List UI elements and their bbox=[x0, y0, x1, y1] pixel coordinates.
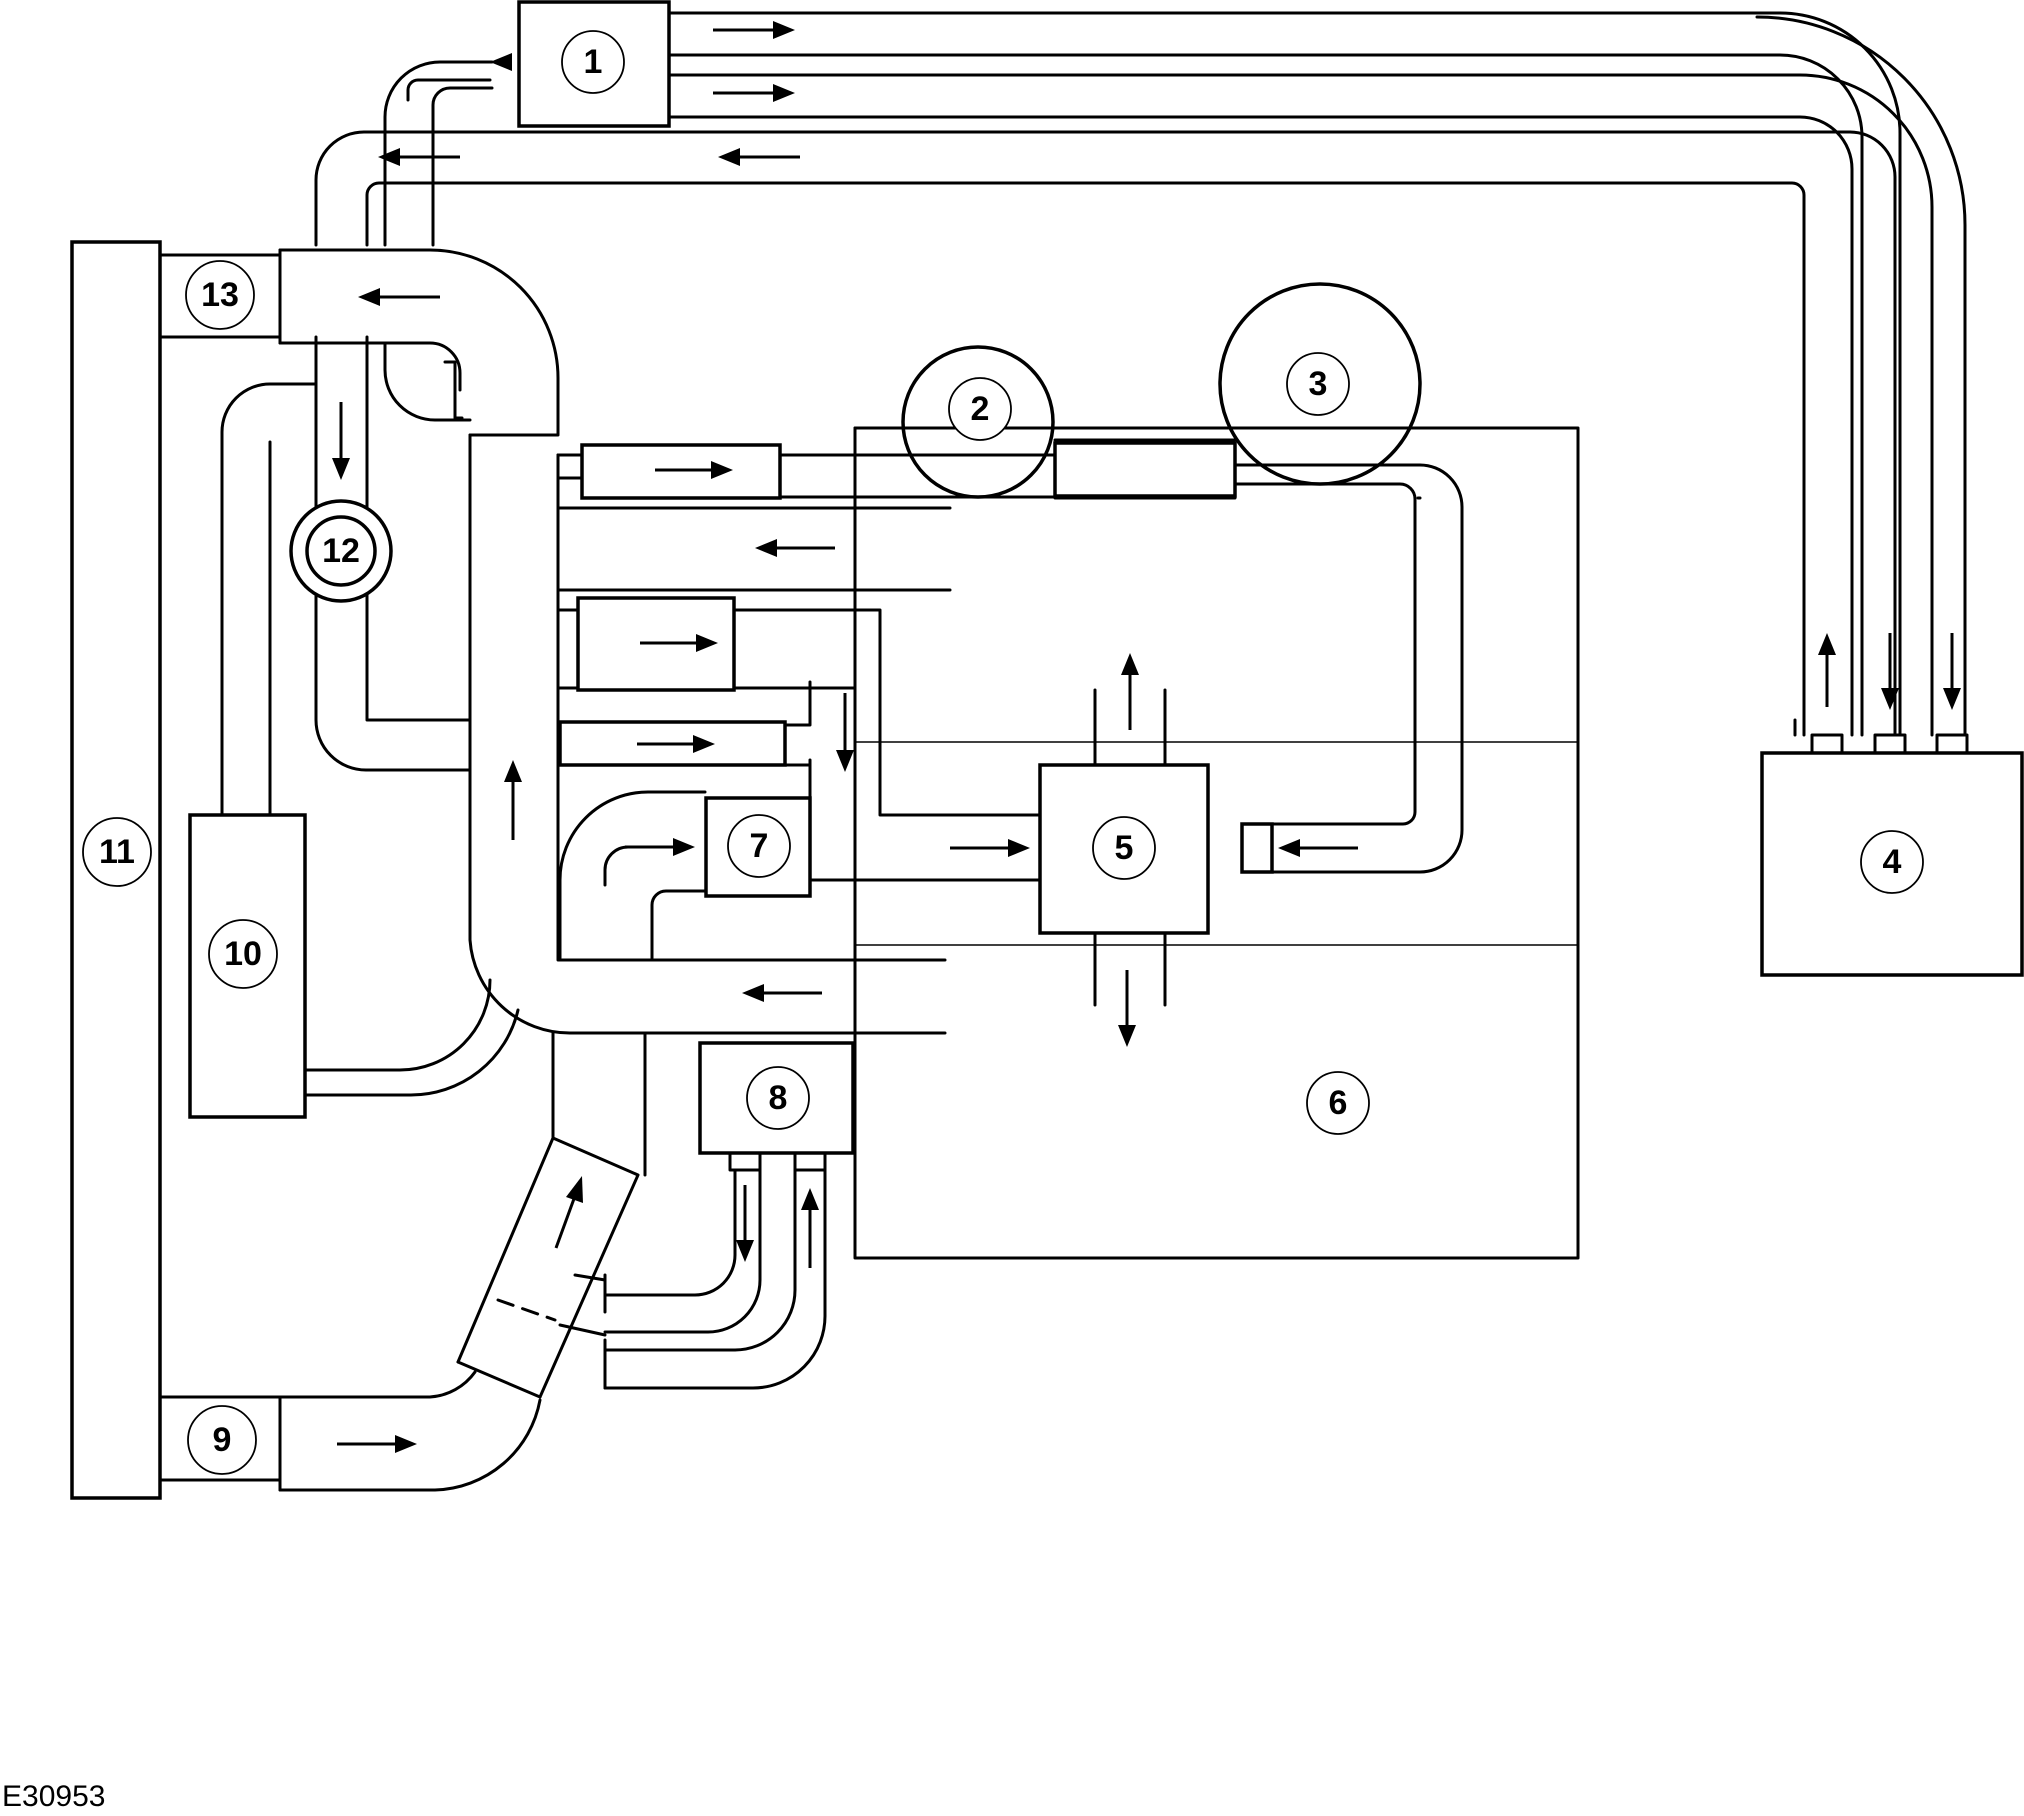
lower-return-hose bbox=[220, 382, 520, 1097]
callout-12: 12 bbox=[305, 515, 377, 587]
callout-4: 4 bbox=[1860, 830, 1924, 894]
block-cross-flow bbox=[1093, 688, 1167, 1007]
coolant-pump-pulley bbox=[901, 345, 1055, 499]
arrow-down-12 bbox=[332, 402, 350, 480]
water-pump-rail bbox=[1053, 441, 1237, 498]
arrow-down-heater-b bbox=[1943, 633, 1961, 710]
arrow-left-to-pump bbox=[1278, 839, 1358, 857]
svg-text:5: 5 bbox=[1115, 829, 1134, 867]
svg-text:2: 2 bbox=[971, 390, 990, 428]
hose-to-reservoir bbox=[383, 60, 494, 422]
arrow-down-heater-a bbox=[1881, 633, 1899, 710]
svg-text:11: 11 bbox=[99, 833, 135, 871]
arrow-up-riser bbox=[504, 760, 522, 840]
arrow-right-thermostat bbox=[603, 838, 695, 887]
arrow-right-1b bbox=[713, 84, 795, 102]
callout-11: 11 bbox=[82, 817, 152, 887]
crankshaft-pulley bbox=[1218, 282, 1422, 486]
callout-7: 7 bbox=[727, 814, 791, 878]
svg-text:9: 9 bbox=[213, 1421, 232, 1459]
arrow-up-diagonal bbox=[554, 1176, 583, 1249]
callout-1: 1 bbox=[561, 30, 625, 94]
thermostat-housing bbox=[188, 813, 307, 1119]
arrow-left-top-b bbox=[718, 148, 800, 166]
oil-cooler-hoses bbox=[603, 1151, 827, 1390]
arrow-up-heater bbox=[1818, 633, 1836, 707]
arrow-right-9 bbox=[337, 1435, 417, 1453]
svg-text:10: 10 bbox=[224, 935, 262, 973]
svg-text:7: 7 bbox=[750, 827, 769, 865]
callout-5: 5 bbox=[1092, 816, 1156, 880]
svg-text:8: 8 bbox=[769, 1079, 788, 1117]
arrow-down-cooler bbox=[736, 1185, 754, 1262]
heater-supply-hoses bbox=[668, 11, 1967, 737]
callout-9: 9 bbox=[187, 1405, 257, 1475]
callout-8: 8 bbox=[746, 1066, 810, 1130]
callout-6: 6 bbox=[1306, 1071, 1370, 1135]
arrow-right-return bbox=[637, 735, 715, 753]
callout-2: 2 bbox=[948, 377, 1012, 441]
arrow-left-rail bbox=[755, 539, 835, 557]
arrow-into-reservoir bbox=[490, 53, 512, 71]
svg-text:1: 1 bbox=[584, 43, 603, 81]
arrow-right-sensor bbox=[655, 461, 733, 479]
svg-text:6: 6 bbox=[1329, 1084, 1348, 1122]
flow-arrows bbox=[332, 21, 1961, 1453]
svg-text:4: 4 bbox=[1883, 843, 1902, 881]
arrow-down-rail bbox=[836, 693, 854, 772]
heater-return-hose bbox=[314, 130, 1897, 737]
heater-return-connector bbox=[1240, 822, 1274, 874]
figure-reference: E30953 bbox=[2, 1780, 105, 1813]
radiator-bottom-hose bbox=[158, 1031, 647, 1492]
svg-text:12: 12 bbox=[322, 532, 360, 570]
svg-text:13: 13 bbox=[201, 276, 239, 314]
arrow-right-bypass bbox=[640, 634, 718, 652]
arrow-up-pump bbox=[1121, 653, 1139, 730]
arrow-up-cooler bbox=[801, 1188, 819, 1268]
arrow-left-top-a bbox=[378, 148, 460, 166]
arrow-right-to-pump bbox=[950, 839, 1030, 857]
arrow-left-13 bbox=[358, 288, 440, 306]
callout-10: 10 bbox=[208, 919, 278, 989]
arrow-right-1a bbox=[713, 21, 795, 39]
callout-13: 13 bbox=[185, 260, 255, 330]
engine-block-outline bbox=[853, 426, 1580, 1260]
arrow-left-lower bbox=[742, 984, 822, 1002]
radiator-top-hose bbox=[158, 248, 560, 437]
callout-3: 3 bbox=[1286, 352, 1350, 416]
arrow-down-pump bbox=[1118, 970, 1136, 1047]
svg-text:3: 3 bbox=[1309, 365, 1328, 403]
